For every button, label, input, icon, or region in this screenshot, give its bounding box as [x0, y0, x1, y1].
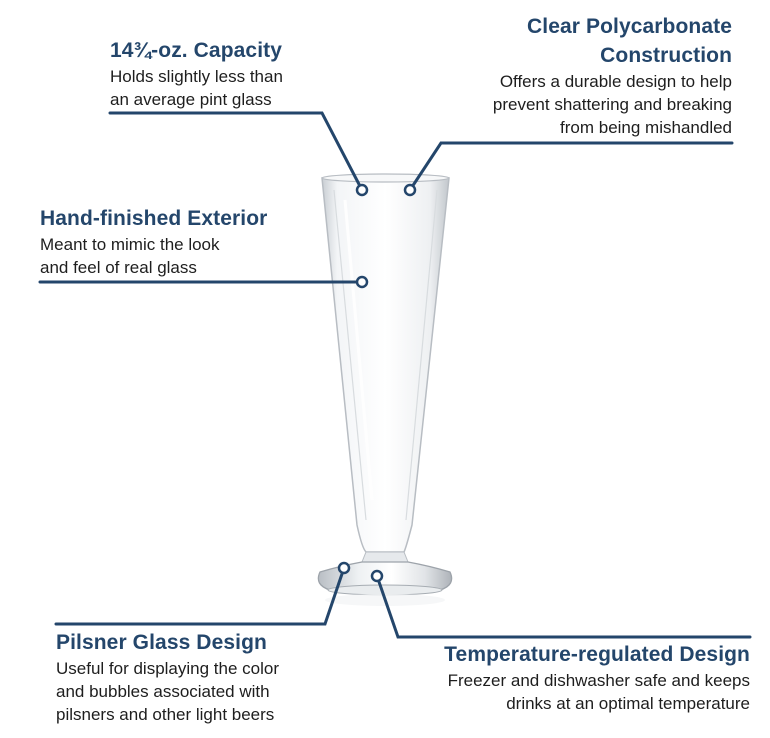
capacity-leader-line	[108, 111, 364, 192]
leader-lines	[38, 111, 752, 639]
clear-description-line: from being mishandled	[560, 118, 732, 137]
hand-description-line: and feel of real glass	[40, 258, 197, 277]
hand-finished-callout: Hand-finished Exterior Meant to mimic th…	[40, 204, 340, 279]
pilsner-description-line: and bubbles associated with	[56, 682, 270, 701]
capacity-callout: 14¾-oz. Capacity Holds slightly less tha…	[110, 36, 370, 111]
clear-polycarbonate-callout: Clear Polycarbonate Construction Offers …	[420, 12, 732, 139]
temperature-callout: Temperature-regulated Design Freezer and…	[380, 640, 750, 715]
pilsner-leader-line	[54, 566, 346, 626]
pilsner-description-line: pilsners and other light beers	[56, 705, 275, 724]
pilsner-design-callout: Pilsner Glass Design Useful for displayi…	[56, 628, 356, 726]
hand-dot	[355, 275, 369, 289]
capacity-description-line: Holds slightly less than	[110, 67, 283, 86]
capacity-title: 14¾-oz. Capacity	[110, 39, 282, 62]
pilsner-description-line: Useful for displaying the color	[56, 659, 280, 678]
pilsner-dot	[337, 561, 351, 575]
temperature-dot	[370, 569, 384, 583]
clear-description-line: Offers a durable design to help	[499, 72, 732, 91]
temperature-leader-line	[375, 574, 752, 639]
capacity-dot	[355, 183, 369, 197]
clear-title-line: Construction	[600, 44, 732, 67]
clear-dot	[403, 183, 417, 197]
clear-title-line: Clear Polycarbonate	[527, 15, 732, 38]
clear-description-line: prevent shattering and breaking	[492, 95, 732, 114]
temperature-title: Temperature-regulated Design	[444, 643, 750, 666]
glass-shape	[317, 173, 453, 606]
clear-leader-line	[408, 141, 734, 192]
hand-title: Hand-finished Exterior	[40, 207, 268, 230]
callout-dots	[337, 183, 417, 583]
pilsner-title: Pilsner Glass Design	[56, 631, 267, 654]
hand-description-line: Meant to mimic the look	[40, 235, 220, 254]
temperature-description-line: drinks at an optimal temperature	[506, 694, 750, 713]
capacity-description-line: an average pint glass	[110, 90, 272, 109]
temperature-description-line: Freezer and dishwasher safe and keeps	[447, 671, 750, 690]
